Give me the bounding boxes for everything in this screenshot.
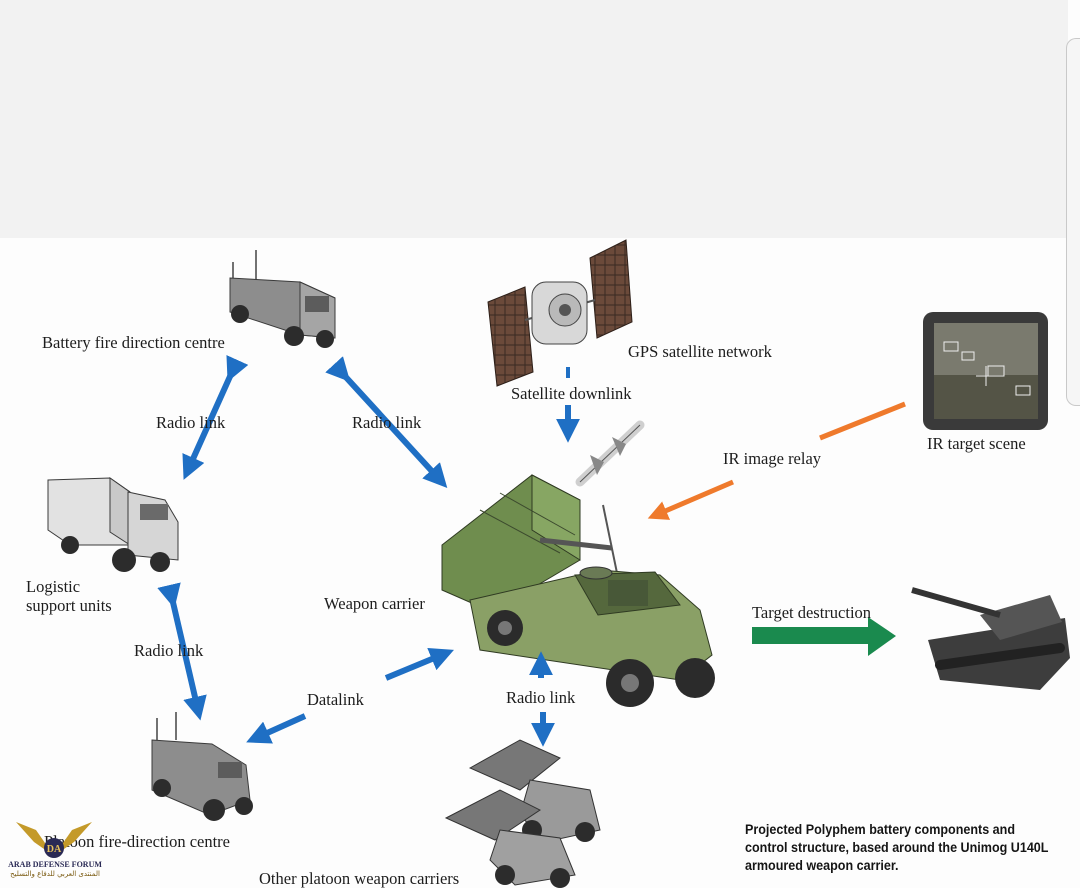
arrow-radio-link-top-left	[182, 355, 249, 480]
gps-satellite	[487, 239, 633, 387]
figure-caption: Projected Polyphem battery components an…	[745, 822, 1049, 873]
label-ir-target-scene: IR target scene	[927, 434, 1026, 453]
label-ir-image-relay: IR image relay	[723, 449, 822, 468]
arrow-radio-link-left-bottom	[157, 582, 207, 721]
arrow-radio-link-top-right	[325, 356, 448, 488]
logo-arabic: المنتدى العربي للدفاع والتسليح	[10, 870, 100, 878]
label-satellite-downlink: Satellite downlink	[511, 384, 632, 403]
label-weapon-carrier: Weapon carrier	[324, 594, 425, 613]
missile	[575, 420, 645, 487]
eagle-icon: DA	[16, 822, 92, 858]
label-radio-link-bottom: Radio link	[506, 688, 576, 707]
label-gps-network: GPS satellite network	[628, 342, 772, 361]
logistic-vehicle	[47, 477, 179, 572]
arrow-ir-relay-in	[819, 401, 906, 441]
label-logistic-support: Logistic support units	[26, 577, 112, 616]
platoon-fdc-vehicle	[151, 712, 253, 821]
label-other-carriers: Other platoon weapon carriers	[259, 869, 460, 888]
arrow-target-destruction	[752, 617, 896, 656]
label-battery-fdc: Battery fire direction centre	[42, 333, 225, 352]
battery-fdc-vehicle	[229, 250, 336, 348]
arrow-ir-relay-out	[647, 479, 734, 520]
scrollbar[interactable]	[1066, 38, 1080, 406]
label-platoon-fdc: Platoon fire-direction centre	[44, 832, 231, 851]
target-tank	[911, 587, 1070, 690]
label-target-destruction: Target destruction	[752, 603, 872, 622]
arab-defense-forum-logo: DA ARAB DEFENSE FORUM المنتدى العربي للد…	[6, 812, 102, 886]
label-radio-link-left-bottom: Radio link	[134, 641, 204, 660]
logo-initials: DA	[47, 844, 62, 855]
label-datalink: Datalink	[307, 690, 364, 709]
arrow-datalink-in	[246, 713, 307, 744]
logo-name: ARAB DEFENSE FORUM	[8, 860, 102, 869]
label-radio-link-left-top: Radio link	[156, 413, 226, 432]
ir-target-scene-monitor	[923, 312, 1048, 430]
label-radio-link-right-top: Radio link	[352, 413, 422, 432]
top-blank-band	[0, 0, 1068, 238]
other-weapon-carriers	[444, 739, 601, 888]
arrow-datalink-out	[384, 647, 454, 681]
